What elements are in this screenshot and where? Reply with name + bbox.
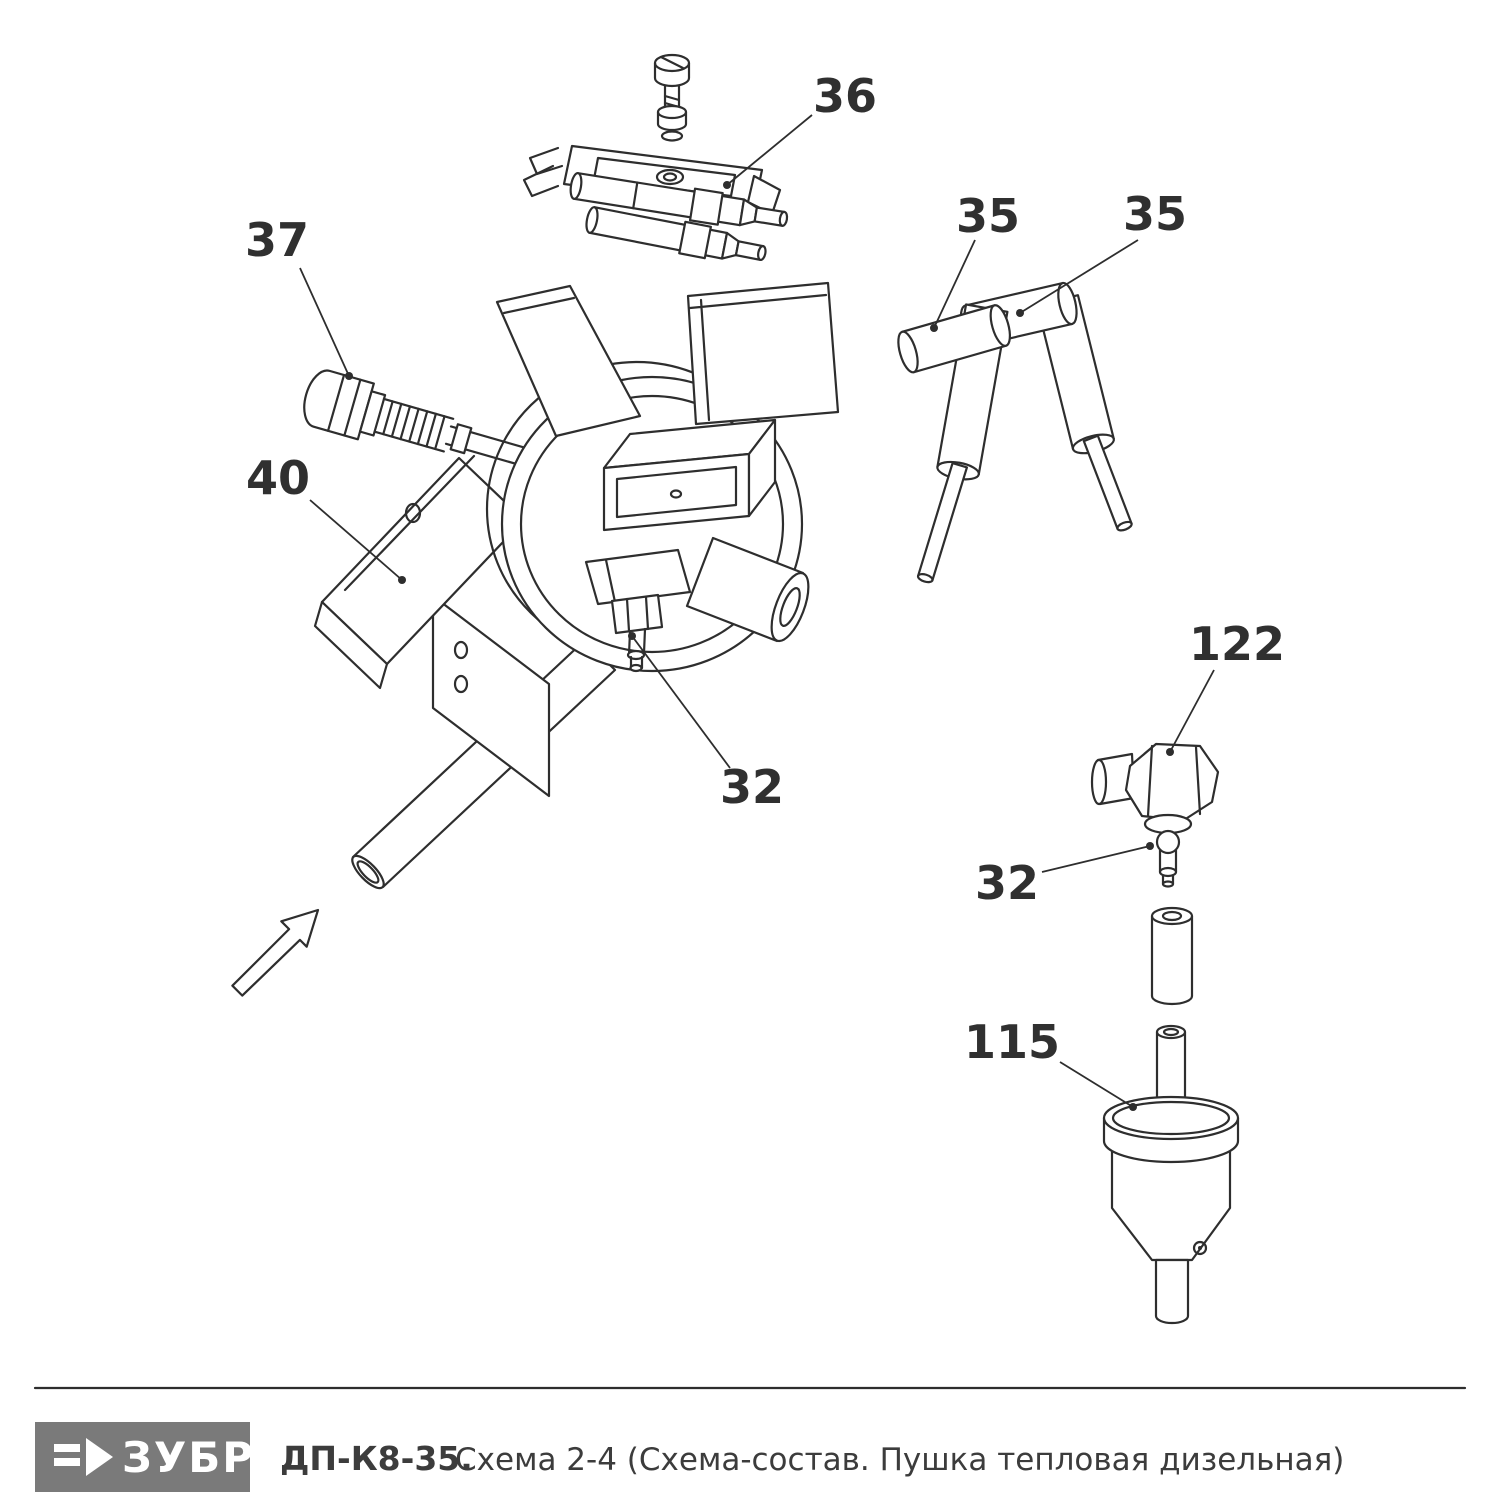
part-32-burner-nozzle: [584, 548, 692, 673]
part-36-plug-assembly: [522, 53, 789, 262]
callout-labels: 36 37 40 35 35 32 122 32 115: [245, 69, 1285, 1069]
callout-122: 122: [1189, 617, 1285, 671]
part-37-nozzle-valve: [303, 369, 541, 470]
callout-40: 40: [246, 451, 310, 505]
callout-35-left: 35: [956, 189, 1020, 243]
air-duct-box: [602, 418, 777, 532]
mounting-plate: [431, 594, 551, 798]
leader-lines: [299, 114, 1215, 1111]
callout-35-right: 35: [1123, 187, 1187, 241]
airflow-arrow: [231, 908, 320, 997]
zubr-logo-text: ЗУБР: [122, 1433, 255, 1482]
outlet-port: [685, 536, 810, 643]
footer-description: Схема 2-4 (Схема-состав. Пушка тепловая …: [455, 1442, 1344, 1478]
spacer-tube: [1150, 906, 1194, 1006]
callout-37: 37: [245, 213, 309, 267]
footer: ЗУБР ДП-К8-35. Схема 2-4 (Схема-состав. …: [33, 1386, 1467, 1492]
zubr-logo-background: [35, 1422, 250, 1492]
part-115-fuel-filter: [1102, 1024, 1240, 1325]
part-122-fuel-fitting: [1090, 742, 1220, 888]
callout-115: 115: [964, 1015, 1060, 1069]
part-35-electrode-left: [897, 303, 1012, 584]
fan-blade-right: [686, 281, 840, 426]
zubr-logo: ЗУБР: [35, 1422, 255, 1492]
footer-model: ДП-К8-35.: [280, 1439, 473, 1478]
zubr-logo-mark: [54, 1438, 113, 1476]
callout-32-burner: 32: [720, 760, 784, 814]
screw: [653, 53, 691, 142]
callout-36: 36: [813, 69, 877, 123]
callout-32-fitting: 32: [975, 856, 1039, 910]
fan-blade-left: [495, 284, 642, 438]
